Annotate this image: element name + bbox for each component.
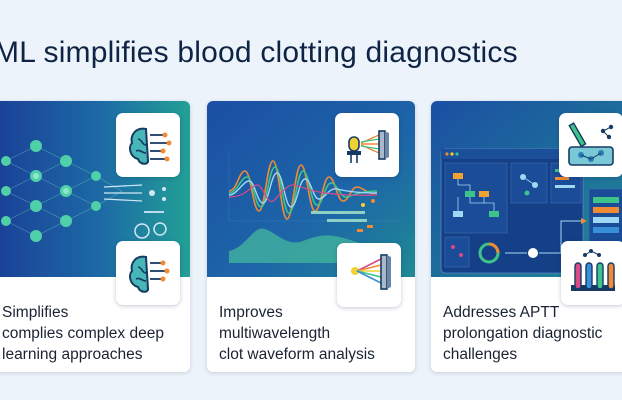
- light-spectrum-icon: [337, 243, 401, 307]
- card-aptt-diagnostics: Addresses APTT prolongation diagnostic c…: [431, 101, 622, 372]
- card-text: Addresses APTT prolongation diagnostic c…: [443, 304, 603, 363]
- card-text: Simplifies complies complex deep learnin…: [2, 304, 164, 363]
- microscope-slide-icon: [559, 113, 622, 177]
- brain-circuit-icon: [116, 113, 180, 177]
- light-sensor-icon: [335, 113, 399, 177]
- brain-circuit-icon-secondary: [116, 241, 180, 305]
- page-title: ML simplifies blood clotting diagnostics: [0, 36, 518, 69]
- card-text: Improves multiwavelength clot waveform a…: [219, 304, 375, 363]
- card-deep-learning: Simplifies complies complex deep learnin…: [0, 101, 190, 372]
- card-waveform-analysis: Improves multiwavelength clot waveform a…: [207, 101, 415, 372]
- test-tubes-icon: [561, 241, 622, 305]
